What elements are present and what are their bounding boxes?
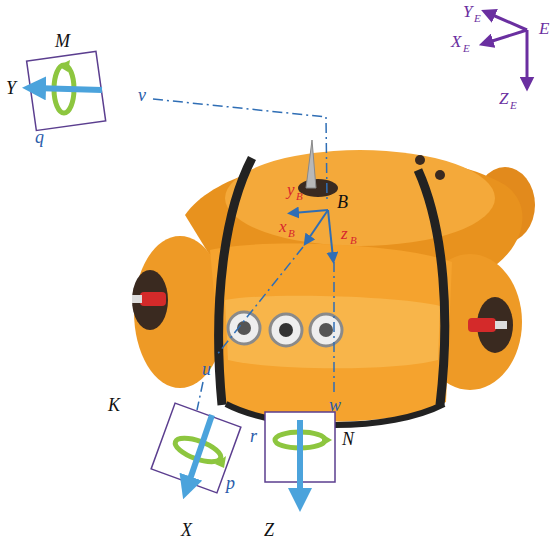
axis-subscript: E bbox=[510, 100, 517, 111]
moment-label: N bbox=[342, 430, 354, 448]
axis-label: Y bbox=[6, 79, 16, 97]
projection-lines bbox=[153, 99, 334, 410]
rate-label: p bbox=[226, 474, 235, 492]
axis-subscript: E bbox=[463, 43, 470, 54]
axis-subscript: E bbox=[474, 13, 481, 24]
moment-label: K bbox=[108, 396, 120, 414]
moment-label: M bbox=[55, 32, 70, 50]
rate-label: q bbox=[35, 128, 44, 146]
axis-label: X bbox=[451, 33, 461, 50]
axis-subscript: B bbox=[288, 228, 295, 239]
axis-label: y bbox=[287, 181, 295, 198]
axis-label: x bbox=[279, 218, 287, 235]
origin-label: E bbox=[539, 20, 549, 37]
axis-subscript: B bbox=[350, 235, 357, 246]
origin-label: B bbox=[337, 193, 348, 211]
rate-label: r bbox=[250, 427, 257, 445]
earth-frame-axes bbox=[486, 13, 527, 84]
velocity-label: v bbox=[138, 86, 146, 104]
axis-label: Y bbox=[463, 3, 472, 20]
axis-label: Z bbox=[264, 521, 274, 539]
axis-label: X bbox=[181, 521, 192, 539]
body-frame-axes bbox=[293, 210, 333, 258]
axis-arrow bbox=[187, 415, 212, 488]
axis-subscript: B bbox=[296, 191, 303, 202]
axis-arrow bbox=[34, 88, 102, 90]
axis-label: Z bbox=[499, 90, 508, 107]
velocity-label: w bbox=[329, 396, 341, 414]
robot-body bbox=[132, 140, 535, 425]
roll-box bbox=[151, 403, 241, 493]
velocity-label: u bbox=[202, 360, 211, 378]
pitch-box bbox=[27, 51, 106, 130]
axis-arrow bbox=[297, 420, 303, 500]
axis-label: z bbox=[341, 225, 348, 242]
